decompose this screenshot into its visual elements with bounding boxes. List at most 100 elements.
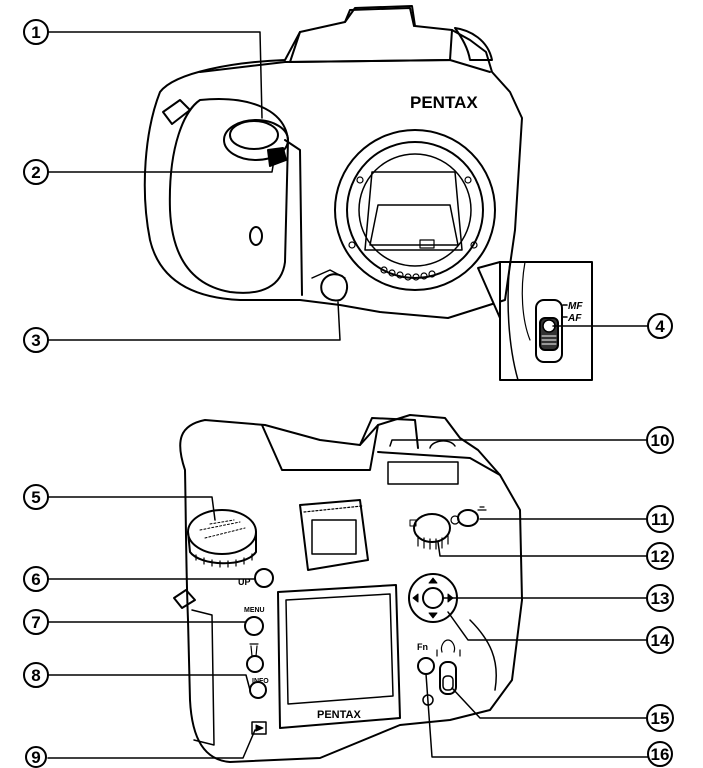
focus-switch-ridges [541,335,557,345]
leader-9 [47,729,256,759]
lens-release-base [311,269,346,279]
playback-button [251,721,267,735]
hot-shoe [344,7,415,27]
svg-text:8: 8 [31,666,40,685]
callout-10: 10 [646,426,674,454]
menu-label: MENU [244,607,265,614]
leader-lines [47,31,649,759]
leader-10 [389,439,649,447]
lcd-frame [277,584,401,729]
playback-icon [255,724,264,732]
inset-frame [499,261,593,381]
svg-text:11: 11 [651,510,669,529]
sr-switch [439,661,457,695]
mf-label: MF [568,301,583,312]
mount-screws [348,176,478,249]
leader-15 [451,687,649,719]
svg-text:15: 15 [651,709,670,728]
info-label: INFO [252,678,269,685]
green-button [450,515,460,525]
menu-button [244,616,264,636]
callout-1: 1 [23,19,49,45]
callout-2: 2 [23,159,49,185]
callout-11: 11 [646,505,674,533]
svg-text:16: 16 [651,745,670,764]
self-timer-lamp [249,226,263,246]
e-dial-knurl [417,534,449,550]
front-brand-text: PENTAX [410,93,478,112]
viewfinder-hump [261,424,379,471]
svg-text:4: 4 [655,317,665,336]
callout-16: 16 [647,741,673,767]
callout-14: 14 [646,626,674,654]
four-way-arrows [412,577,454,619]
eyecup [299,499,369,571]
shutter-ring [223,119,289,161]
callout-12: 12 [646,542,674,570]
leader-14 [447,611,649,641]
leader-5 [47,496,216,521]
callout-8: 8 [23,662,49,688]
back-right-contour [469,619,497,691]
svg-text:10: 10 [651,431,670,450]
fn-button [417,657,435,675]
svg-text:5: 5 [31,488,40,507]
mirror-box [364,171,463,251]
callout-9: 9 [25,746,47,768]
top-plate-line [199,59,491,73]
svg-text:13: 13 [651,589,670,608]
inset-pointer [477,261,501,319]
lens-release-button [320,273,348,302]
lens-mount-inner [358,153,472,267]
strap-lug-back [173,589,196,609]
camera-back-view: UP PENTAX MENU INFO Fn [173,414,523,763]
top-plate-back [377,451,501,476]
lcd-screen [285,593,394,705]
svg-text:3: 3 [31,331,40,350]
front-body-outline [143,5,523,319]
leader-3 [47,301,341,341]
ae-lock-icon [477,506,487,511]
callout-7: 7 [23,609,49,635]
leader-12 [437,541,649,557]
sr-switch-lever [442,675,454,691]
power-lever [267,147,287,167]
svg-text:6: 6 [31,570,40,589]
callout-15: 15 [646,704,674,732]
mode-dial-knurl [195,553,253,568]
svg-text:14: 14 [651,631,670,650]
leader-16 [425,673,649,758]
sr-icon [436,639,461,657]
shutter-release-top [429,440,456,449]
top-lcd [387,461,459,485]
grip-edge [284,139,303,296]
strap-lug-left [162,99,191,125]
mirror [369,204,459,246]
focus-switch-housing [535,299,563,363]
delete-icon [249,643,259,657]
flash-up-label: UP [238,577,251,587]
card-door [191,609,215,746]
ok-button [422,587,444,609]
leader-2 [47,159,275,173]
back-brand-text: PENTAX [317,709,361,721]
shutter-button [229,120,279,150]
lens-mount-outer [334,129,496,291]
ae-lock-button [457,509,479,527]
svg-text:12: 12 [651,547,670,566]
fn-label: Fn [417,642,428,652]
eyecup-top-ridges [301,499,363,513]
camera-front-view: PENTAX [143,5,523,319]
e-dial [413,513,451,543]
svg-text:9: 9 [31,748,40,767]
callout-6: 6 [23,566,49,592]
svg-text:1: 1 [31,23,40,42]
callout-13: 13 [646,584,674,612]
green-button-icon [409,519,417,527]
callout-4: 4 [647,313,673,339]
viewfinder-window [311,519,357,555]
back-body-outline [179,414,523,763]
mode-dial-side [187,531,257,565]
front-grip [168,98,289,294]
